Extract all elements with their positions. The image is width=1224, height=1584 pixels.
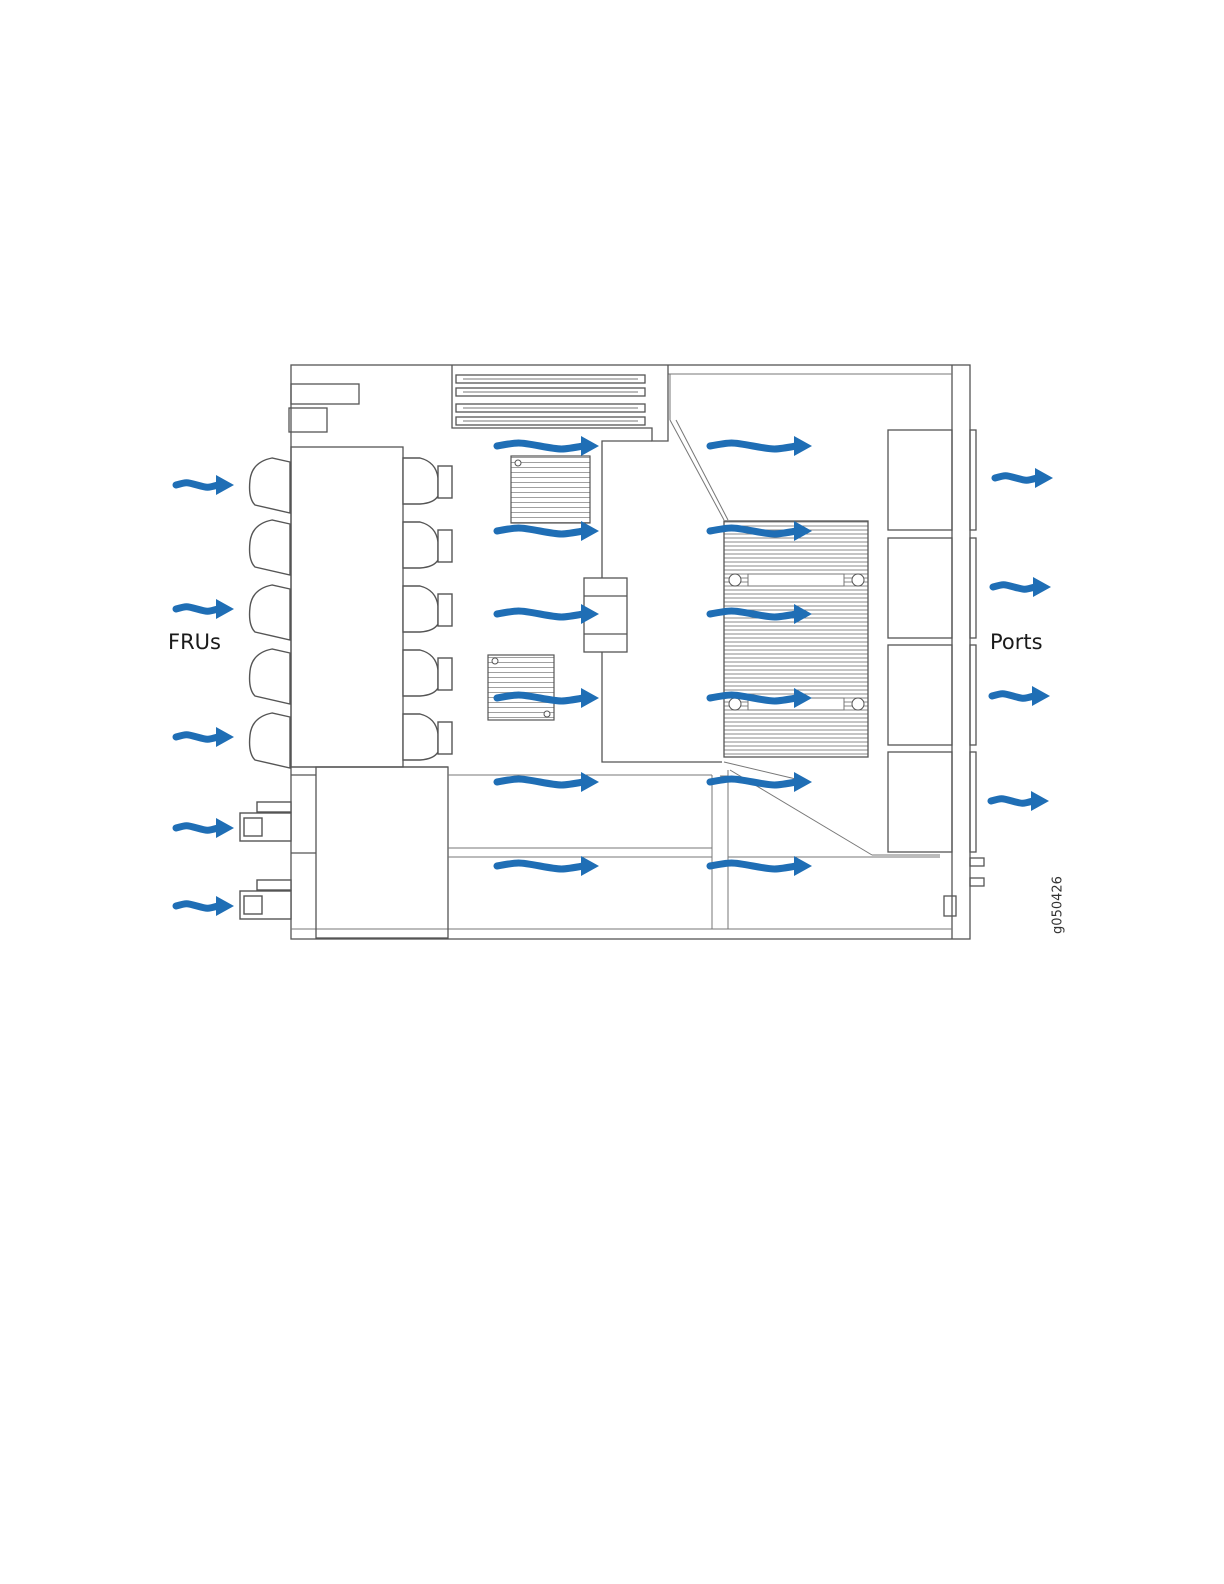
- wavy-arrow-right-icon: [497, 604, 599, 624]
- wavy-arrow-right-icon: [176, 896, 234, 916]
- wavy-arrow-right-icon: [176, 818, 234, 838]
- wavy-arrow-right-icon: [497, 521, 599, 541]
- port-cages: [888, 430, 984, 916]
- chip-upper: [511, 456, 590, 523]
- wavy-arrow-right-icon: [993, 577, 1051, 597]
- exhaust-label: Ports: [990, 630, 1043, 654]
- fan-handles-front: [250, 458, 290, 768]
- figure-id-label: g050426: [1051, 876, 1066, 934]
- fan-handles-rear: [403, 458, 452, 760]
- wavy-arrow-right-icon: [497, 436, 599, 456]
- wavy-arrow-right-icon: [710, 436, 812, 456]
- wavy-arrow-right-icon: [176, 475, 234, 495]
- memory-slots: [452, 365, 668, 441]
- power-supply-section: [291, 767, 940, 938]
- airflow-arrows: [176, 436, 1053, 916]
- wavy-arrow-right-icon: [497, 856, 599, 876]
- wavy-arrow-right-icon: [992, 686, 1050, 706]
- wavy-arrow-right-icon: [176, 727, 234, 747]
- wavy-arrow-right-icon: [176, 599, 234, 619]
- wavy-arrow-right-icon: [991, 791, 1049, 811]
- psu-handles: [240, 802, 291, 919]
- heatsink: [724, 521, 868, 757]
- front-panel-components: [289, 384, 359, 432]
- chip-lower: [488, 655, 554, 720]
- wavy-arrow-right-icon: [710, 856, 812, 876]
- intake-label: FRUs: [168, 630, 221, 654]
- wavy-arrow-right-icon: [995, 468, 1053, 488]
